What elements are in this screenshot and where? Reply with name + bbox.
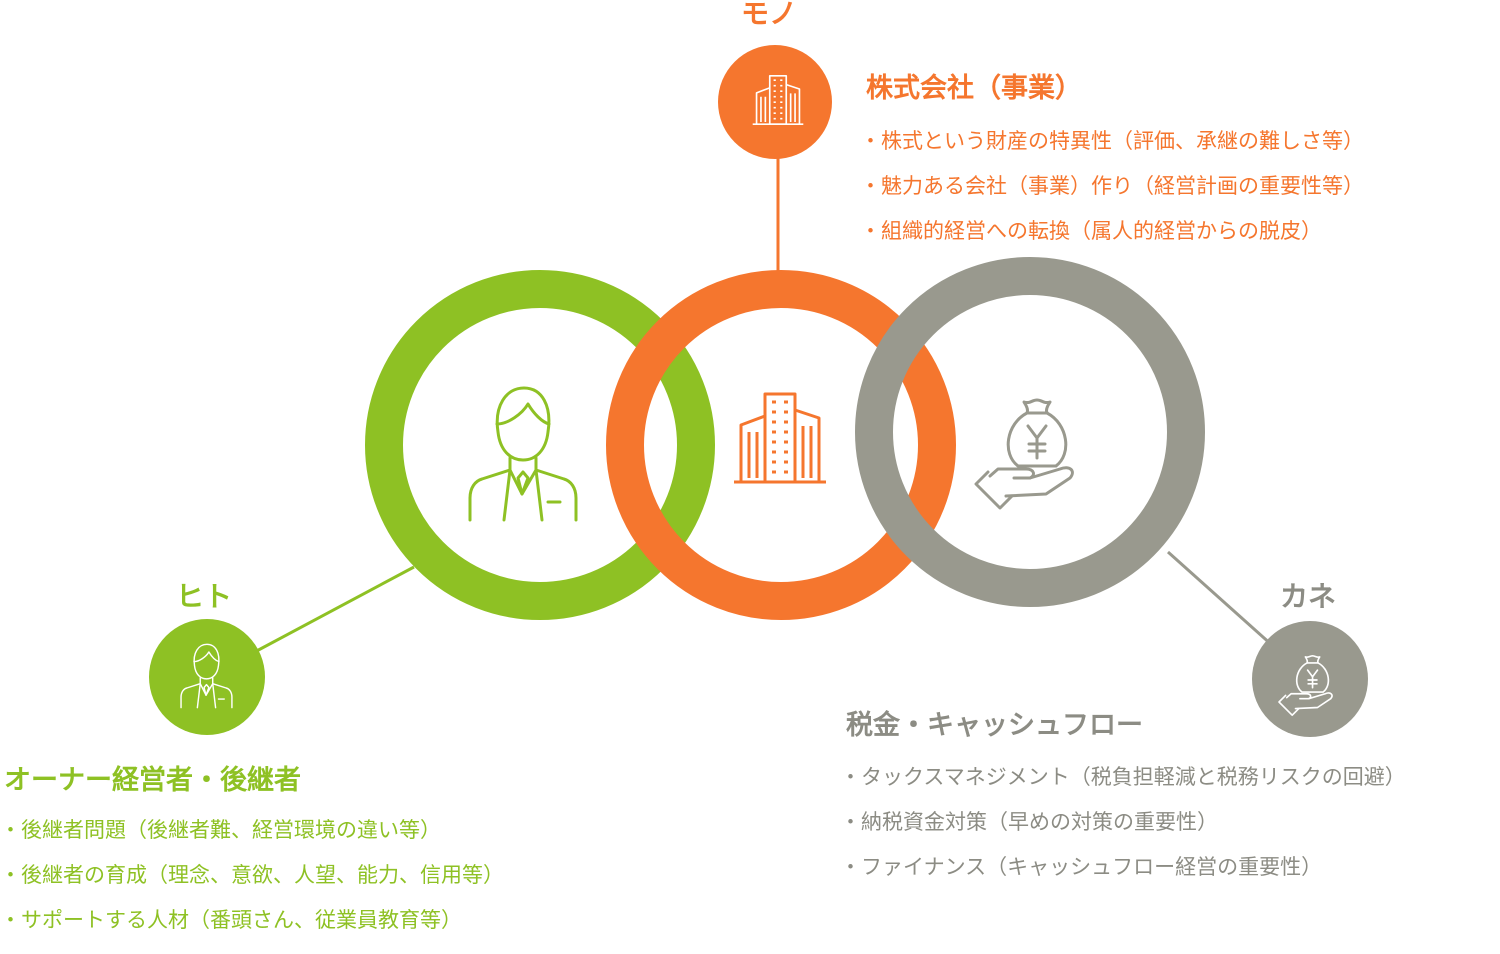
kane-ring — [855, 257, 1205, 607]
hito-category-label: ヒト — [176, 580, 233, 613]
three-rings-diagram — [149, 45, 1368, 737]
list-item: ・組織的経営への転換（属人的経営からの脱皮） — [860, 219, 1322, 243]
kane-category-label: カネ — [1280, 580, 1337, 613]
mono-ring — [606, 270, 956, 620]
mono-item-list: ・株式という財産の特異性（評価、承継の難しさ等） ・魅力ある会社（事業）作り（経… — [860, 130, 1364, 265]
mono-category-label: モノ — [741, 0, 798, 30]
list-item: ・ファイナンス（キャッシュフロー経営の重要性） — [840, 855, 1323, 879]
hito-ring — [365, 270, 715, 620]
list-item: ・タックスマネジメント（税負担軽減と税務リスクの回避） — [840, 765, 1406, 789]
list-item: ・納税資金対策（早めの対策の重要性） — [840, 810, 1218, 834]
yen-money-bag-hand-icon — [974, 398, 1074, 510]
mono-heading: 株式会社（事業） — [866, 73, 1082, 104]
businessman-icon — [468, 386, 578, 522]
hito-badge — [149, 619, 265, 735]
list-item: ・後継者の育成（理念、意欲、人望、能力、信用等） — [0, 863, 504, 887]
list-item: ・サポートする人材（番頭さん、従業員教育等） — [0, 908, 462, 932]
kane-badge — [1252, 621, 1368, 737]
kane-heading: 税金・キャッシュフロー — [846, 710, 1143, 741]
kane-item-list: ・タックスマネジメント（税負担軽減と税務リスクの回避） ・納税資金対策（早めの対… — [840, 766, 1406, 901]
hito-heading: オーナー経営者・後継者 — [4, 765, 301, 796]
hito-item-list: ・後継者問題（後継者難、経営環境の違い等） ・後継者の育成（理念、意欲、人望、能… — [0, 819, 504, 954]
list-item: ・魅力ある会社（事業）作り（経営計画の重要性等） — [860, 174, 1364, 198]
list-item: ・株式という財産の特異性（評価、承継の難しさ等） — [860, 129, 1364, 153]
list-item: ・後継者問題（後継者難、経営環境の違い等） — [0, 818, 441, 842]
building-icon — [732, 392, 828, 484]
